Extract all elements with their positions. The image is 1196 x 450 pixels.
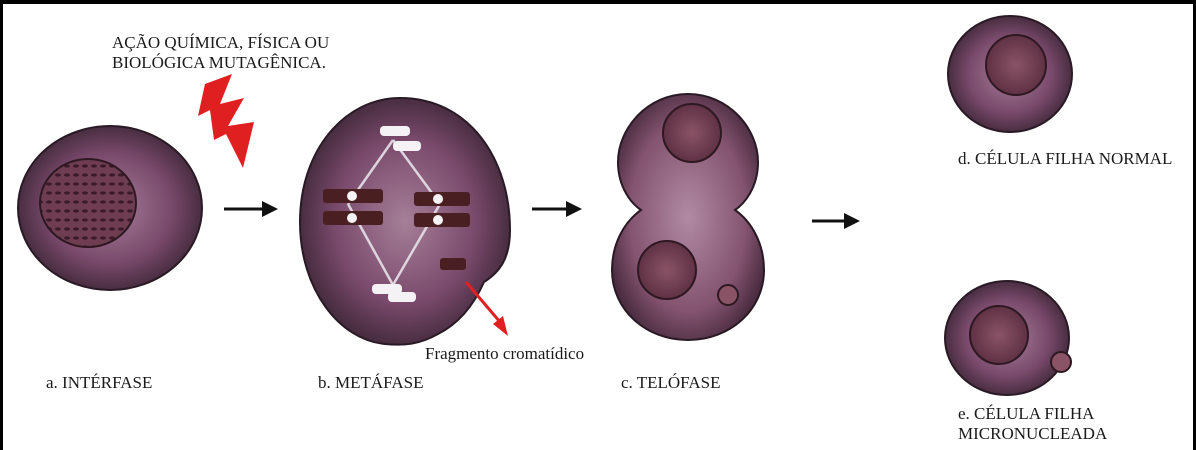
- telophase-micronucleus: [718, 285, 738, 305]
- stage-label-interphase: a. INTÉRFASE: [46, 373, 152, 392]
- micronucleated-daughter-nucleus: [970, 306, 1028, 364]
- chromosome-left-top: [323, 189, 383, 203]
- interphase-nucleus: [40, 159, 136, 247]
- mutagenic-agent-label-line1: AÇÃO QUÍMICA, FÍSICA OU: [112, 33, 329, 52]
- metaphase-cell: [300, 98, 510, 345]
- stage-label-telophase: c. TELÓFASE: [621, 373, 720, 392]
- normal-daughter-nucleus: [986, 35, 1046, 95]
- fragment-label: Fragmento cromatídico: [425, 344, 584, 363]
- mutagenic-agent-label-line2: BIOLÓGICA MUTAGÊNICA.: [112, 53, 326, 72]
- flow-arrow-1: [224, 201, 278, 217]
- stage-label-micronucleated-line1: e. CÉLULA FILHA: [958, 404, 1094, 423]
- normal-daughter-cell: [948, 16, 1072, 132]
- flow-arrow-2: [532, 201, 582, 217]
- fragment-pointer-arrow: [466, 282, 508, 336]
- daughter-micronucleus: [1051, 352, 1071, 372]
- telophase-nucleus-bottom: [638, 241, 696, 299]
- chromosome-right-top: [414, 192, 470, 206]
- telophase-nucleus-top: [663, 104, 721, 162]
- stage-label-metaphase: b. METÁFASE: [318, 373, 423, 392]
- stage-label-micronucleated-line2: MICRONUCLEADA: [958, 424, 1107, 443]
- chromosome-left-bottom: [323, 211, 383, 225]
- lightning-bolt-icon: [198, 74, 254, 168]
- micronucleated-daughter-cell: [945, 281, 1071, 395]
- stage-label-normal-daughter: d. CÉLULA FILHA NORMAL: [958, 149, 1172, 168]
- flow-arrow-3: [812, 213, 860, 229]
- chromosome-right-bottom: [414, 213, 470, 227]
- interphase-cell: [18, 126, 202, 290]
- telophase-cell: [612, 94, 764, 340]
- chromatid-fragment: [440, 258, 466, 270]
